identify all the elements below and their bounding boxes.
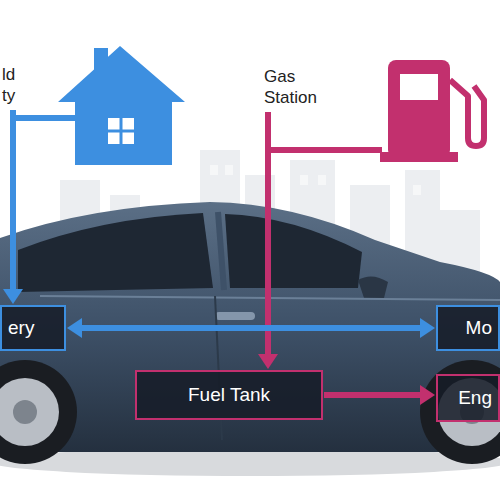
source-label: ld ty xyxy=(2,64,26,106)
flow-arrow xyxy=(67,318,435,338)
node-text: Fuel Tank xyxy=(188,384,270,406)
arrow-head xyxy=(420,385,435,405)
arrow-head xyxy=(67,318,82,338)
arrow-head xyxy=(420,318,435,338)
flow-arrow xyxy=(324,385,435,405)
house-icon xyxy=(58,46,185,165)
component-box: Mo xyxy=(436,305,500,351)
flow-line xyxy=(324,392,422,398)
fuel-pump-icon xyxy=(380,60,484,162)
node-text: ery xyxy=(8,317,34,339)
node-text: Eng xyxy=(458,387,492,409)
node-text: ld ty xyxy=(2,64,26,106)
flow-line xyxy=(10,110,16,291)
flow-line xyxy=(265,112,271,356)
pump-wire xyxy=(268,147,382,153)
component-box: ery xyxy=(0,305,66,351)
arrow-head xyxy=(3,289,23,304)
node-text: Gas Station xyxy=(264,66,342,108)
source-label: Gas Station xyxy=(264,66,342,108)
flow-line xyxy=(80,325,422,331)
component-box: Fuel Tank xyxy=(135,370,323,420)
flow-arrow xyxy=(3,110,23,304)
house-wire xyxy=(13,115,76,121)
arrow-head xyxy=(258,354,278,369)
node-text: Mo xyxy=(466,317,492,339)
component-box: Eng xyxy=(436,374,500,422)
